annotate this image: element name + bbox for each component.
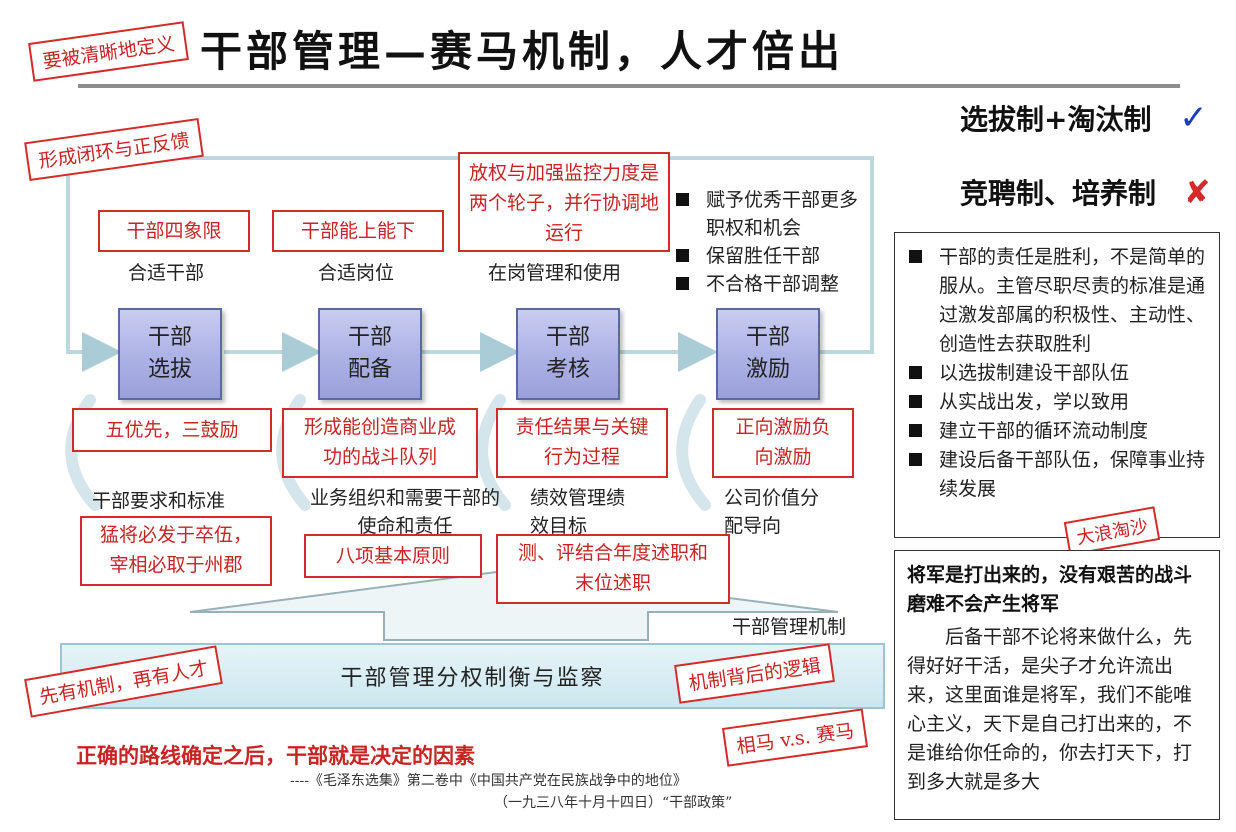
box-up-and-down: 干部能上能下 bbox=[272, 210, 444, 252]
stage-label-line1: 干部 bbox=[147, 325, 192, 350]
caption-suitable-post: 合适岗位 bbox=[318, 262, 395, 284]
legend-approved-label: 选拔制+淘汰制 bbox=[960, 103, 1152, 136]
checkmark-icon: ✓ bbox=[1179, 98, 1208, 138]
bullet-square-icon bbox=[909, 424, 922, 437]
generals-heading: 将军是打出来的，没有艰苦的战斗磨难不会产生将军 bbox=[907, 564, 1193, 615]
box-generals-from-ranks: 猛将必发于卒伍，宰相必取于州郡 bbox=[80, 516, 272, 586]
bullet-square-icon bbox=[909, 453, 922, 466]
title-divider bbox=[78, 84, 1180, 88]
bullet-square-icon bbox=[909, 250, 922, 263]
incentive-bullet: 保留胜任干部 bbox=[676, 242, 872, 270]
principle-item: 建设后备干部队伍，保障事业持续发展 bbox=[909, 446, 1207, 504]
box-combat-formation: 形成能创造商业成功的战斗队列 bbox=[282, 408, 478, 478]
stage-cadre-incentive: 干部 激励 bbox=[716, 308, 820, 400]
bullet-square-icon bbox=[676, 277, 689, 290]
caption-onjob-management: 在岗管理和使用 bbox=[488, 262, 622, 284]
bullet-square-icon bbox=[909, 395, 922, 408]
principles-list: 干部的责任是胜利，不是简单的服从。主管尽职尽责的标准是通过激发部属的积极性、主动… bbox=[909, 243, 1207, 504]
quote-main: 正确的路线确定之后，干部就是决定的因素 bbox=[76, 744, 475, 768]
stage-label-line1: 干部 bbox=[745, 325, 790, 350]
box-five-priorities: 五优先，三鼓励 bbox=[72, 408, 272, 452]
stage-cadre-assessment: 干部 考核 bbox=[516, 308, 620, 400]
generals-panel: 将军是打出来的，没有艰苦的战斗磨难不会产生将军 后备干部不论将来做什么，先得好好… bbox=[894, 550, 1220, 820]
stage-label-line2: 考核 bbox=[545, 357, 590, 382]
bullet-square-icon bbox=[676, 249, 689, 262]
stage-cadre-selection: 干部 选拔 bbox=[118, 308, 222, 400]
box-four-quadrants: 干部四象限 bbox=[98, 210, 250, 252]
caption-requirements: 干部要求和标准 bbox=[92, 490, 226, 512]
legend-rejected-label: 竞聘制、培养制 bbox=[960, 177, 1157, 210]
box-eight-principles: 八项基本原则 bbox=[304, 534, 482, 578]
box-result-and-behavior: 责任结果与关键行为过程 bbox=[496, 408, 668, 478]
box-delegation-and-supervision: 放权与加强监控力度是两个轮子，并行协调地运行 bbox=[458, 152, 670, 252]
caption-org-needs: 业务组织和需要干部的使命和责任 bbox=[310, 487, 501, 537]
stage-cadre-staffing: 干部 配备 bbox=[318, 308, 422, 400]
principle-item: 干部的责任是胜利，不是简单的服从。主管尽职尽责的标准是通过激发部属的积极性、主动… bbox=[909, 243, 1207, 359]
caption-value-distribution: 公司价值分配导向 bbox=[724, 487, 820, 537]
stage-label-line2: 选拔 bbox=[147, 357, 192, 382]
page-title: 干部管理—赛马机制，人才倍出 bbox=[200, 27, 845, 76]
legend-approved: 选拔制+淘汰制 ✓ bbox=[960, 98, 1208, 138]
caption-performance: 绩效管理绩效目标 bbox=[530, 487, 626, 537]
stage-label-line1: 干部 bbox=[545, 325, 590, 350]
generals-body: 后备干部不论将来做什么，先得好好干活，是尖子才允许流出来，这里面谁是将军，我们不… bbox=[907, 626, 1193, 793]
caption-suitable-cadre: 合适干部 bbox=[128, 262, 205, 284]
incentive-bullet-list: 赋予优秀干部更多职权和机会 保留胜任干部 不合格干部调整 bbox=[676, 186, 872, 298]
legend-rejected: 竞聘制、培养制 ✘ bbox=[960, 172, 1211, 212]
label-cadre-mechanism: 干部管理机制 bbox=[732, 616, 847, 638]
stage-label-line2: 配备 bbox=[347, 357, 392, 382]
principles-panel: 干部的责任是胜利，不是简单的服从。主管尽职尽责的标准是通过激发部属的积极性、主动… bbox=[894, 232, 1220, 538]
principle-item: 建立干部的循环流动制度 bbox=[909, 417, 1207, 446]
quote-date: （一九三八年十月十四日）“干部政策” bbox=[494, 795, 733, 811]
principle-item: 以选拔制建设干部队伍 bbox=[909, 359, 1207, 388]
incentive-bullet: 不合格干部调整 bbox=[676, 270, 872, 298]
quote-source: ----《毛泽东选集》第二卷中《中国共产党在民族战争中的地位》 bbox=[290, 773, 687, 789]
incentive-bullet: 赋予优秀干部更多职权和机会 bbox=[676, 186, 872, 242]
box-positive-negative-incentive: 正向激励负向激励 bbox=[712, 408, 854, 478]
stage-label-line1: 干部 bbox=[347, 325, 392, 350]
bullet-square-icon bbox=[909, 366, 922, 379]
cross-icon: ✘ bbox=[1183, 173, 1211, 211]
box-review-and-reporting: 测、评结合年度述职和末位述职 bbox=[496, 534, 730, 604]
principle-item: 从实战出发，学以致用 bbox=[909, 388, 1207, 417]
bullet-square-icon bbox=[676, 193, 689, 206]
stage-label-line2: 激励 bbox=[745, 357, 790, 382]
